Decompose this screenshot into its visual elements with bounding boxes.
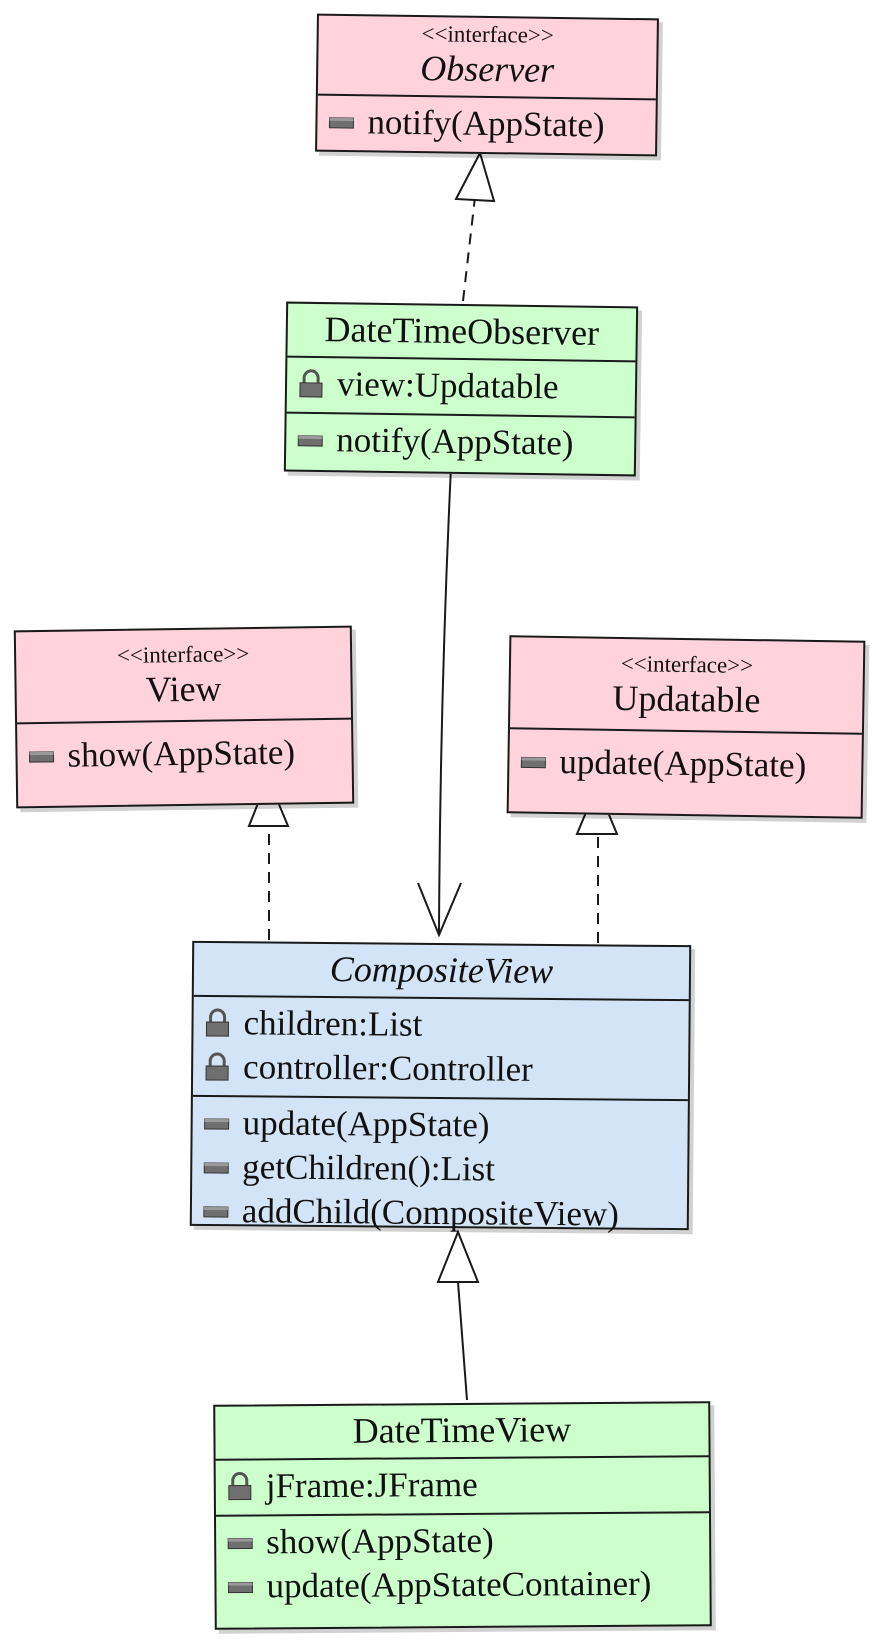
- association-arrowhead: [417, 882, 462, 938]
- class-name: DateTimeView: [352, 1409, 572, 1451]
- class-name: CompositeView: [329, 949, 554, 991]
- method-row: update(AppStateContainer): [226, 1561, 699, 1608]
- method-label: show(AppState): [266, 1520, 494, 1562]
- method-label: notify(AppState): [336, 420, 574, 463]
- class-header: DateTimeObserver: [287, 303, 637, 363]
- methods-section: notify(AppState): [285, 411, 635, 473]
- class-header: <<interface>> Updatable: [509, 637, 864, 735]
- method-row: notify(AppState): [327, 100, 646, 148]
- method-icon: [297, 435, 323, 447]
- class-updatable: <<interface>> Updatable update(AppState): [506, 635, 866, 819]
- class-name: DateTimeObserver: [324, 309, 600, 353]
- class-datetime-view: DateTimeView jFrame:JFrame show(AppState…: [213, 1401, 712, 1630]
- method-label: notify(AppState): [367, 102, 605, 145]
- lock-icon: [205, 1052, 229, 1081]
- method-label: update(AppStateContainer): [266, 1563, 652, 1606]
- class-observer: <<interface>> Observer notify(AppState): [315, 13, 659, 157]
- field-label: jFrame:JFrame: [265, 1464, 478, 1506]
- methods-section: show(AppState): [17, 720, 352, 785]
- method-row: update(AppState): [202, 1101, 677, 1149]
- method-label: update(AppState): [242, 1103, 490, 1145]
- association-composite-view: [438, 466, 452, 936]
- method-icon: [203, 1206, 229, 1218]
- method-row: show(AppState): [226, 1517, 699, 1564]
- method-label: show(AppState): [67, 732, 296, 775]
- method-row: getChildren():List: [202, 1145, 677, 1193]
- generalization-composite-view: [457, 1281, 468, 1401]
- class-header: <<interface>> View: [15, 627, 352, 725]
- lock-icon: [205, 1008, 230, 1037]
- methods-section: show(AppState) update(AppStateContainer): [215, 1511, 710, 1615]
- method-label: addChild(CompositeView): [241, 1191, 620, 1234]
- field-row: view:Updatable: [297, 362, 626, 411]
- method-label: update(AppState): [559, 742, 807, 785]
- methods-section: notify(AppState): [317, 96, 656, 155]
- generalization-arrowhead: [436, 1229, 480, 1283]
- class-name: Observer: [419, 48, 555, 90]
- class-view: <<interface>> View show(AppState): [13, 625, 355, 809]
- methods-section: update(AppState): [509, 729, 862, 795]
- method-icon: [520, 756, 547, 769]
- realization-arrowhead-observer: [454, 150, 496, 203]
- method-label: getChildren():List: [242, 1147, 496, 1189]
- class-composite-view: CompositeView children:List controller:C…: [189, 940, 692, 1244]
- class-header: <<interface>> Observer: [317, 15, 657, 101]
- class-header: DateTimeView: [215, 1403, 709, 1461]
- field-row: jFrame:JFrame: [226, 1461, 699, 1508]
- methods-section: update(AppState) getChildren():List addC…: [191, 1094, 688, 1244]
- lock-icon: [299, 369, 323, 398]
- field-row: children:List: [203, 1001, 678, 1049]
- method-icon: [203, 1162, 229, 1174]
- class-name: View: [145, 668, 222, 710]
- realization-observer: [462, 196, 476, 302]
- field-label: controller:Controller: [242, 1047, 533, 1089]
- field-row: controller:Controller: [203, 1045, 678, 1093]
- method-icon: [227, 1581, 254, 1594]
- fields-section: children:List controller:Controller: [193, 997, 689, 1099]
- class-datetime-observer: DateTimeObserver view:Updatable notify(A…: [283, 301, 639, 477]
- method-icon: [227, 1537, 253, 1550]
- class-header: CompositeView: [193, 942, 690, 1002]
- method-row: addChild(CompositeView): [202, 1189, 677, 1237]
- field-label: view:Updatable: [336, 364, 559, 407]
- method-icon: [204, 1118, 230, 1130]
- fields-section: jFrame:JFrame: [216, 1457, 709, 1514]
- field-label: children:List: [243, 1003, 423, 1044]
- method-row: show(AppState): [27, 730, 342, 778]
- method-row: notify(AppState): [296, 418, 625, 467]
- fields-section: view:Updatable: [287, 358, 636, 417]
- method-icon: [28, 751, 55, 763]
- lock-icon: [228, 1472, 252, 1501]
- class-name: Updatable: [612, 677, 761, 721]
- method-row: update(AppState): [519, 739, 852, 788]
- method-icon: [328, 117, 355, 129]
